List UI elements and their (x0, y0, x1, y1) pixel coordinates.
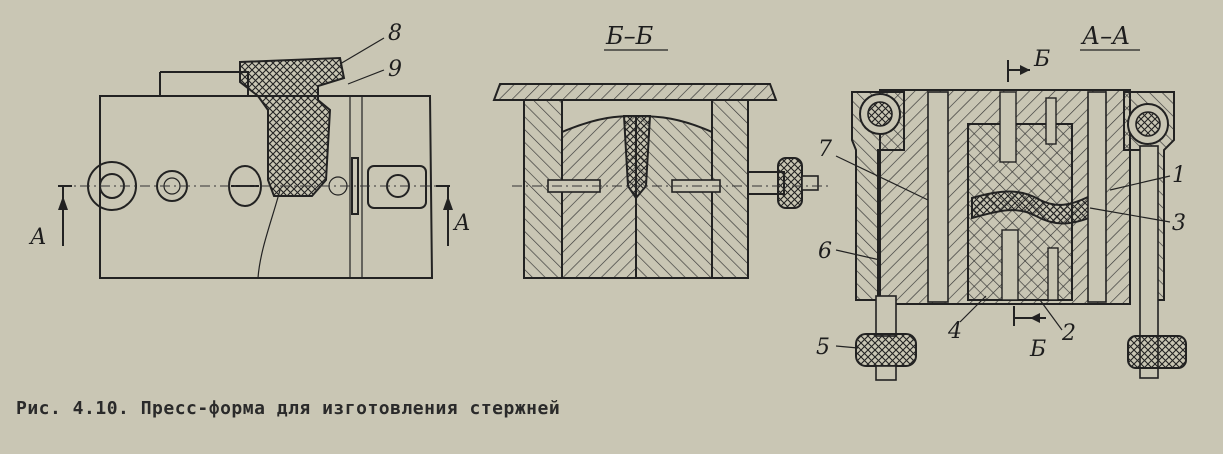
part-label-9: 9 (388, 57, 402, 82)
part-label-1: 1 (1172, 163, 1186, 188)
section-bb-title: Б–Б (605, 22, 654, 50)
part-label-2: 2 (1061, 321, 1076, 346)
bb-top-plate (492, 83, 778, 101)
part-label-5: 5 (816, 335, 830, 360)
section-bb-view (492, 83, 830, 279)
bb-knurled-knob (777, 157, 803, 209)
cut-mark-a-right: А (452, 211, 471, 236)
section-aa-view (835, 60, 1187, 381)
part-label-6: 6 (818, 239, 832, 264)
plan-body-outline (99, 95, 434, 279)
part-label-4: 4 (947, 319, 962, 344)
cut-mark-b-bottom: Б (1029, 337, 1046, 362)
plan-view (58, 37, 453, 279)
figure-caption: Рис. 4.10. Пресс-форма для изготовления … (16, 398, 561, 419)
cut-mark-a-left: А (28, 225, 47, 250)
cut-mark-b-top: Б (1033, 47, 1050, 72)
bb-core-section (622, 115, 652, 200)
section-aa-title: А–А (1080, 22, 1130, 50)
plan-latch (367, 165, 427, 209)
part-label-3: 3 (1172, 211, 1186, 236)
plan-core-section (239, 56, 346, 197)
part-label-8: 8 (388, 21, 402, 46)
plan-top-plate (160, 71, 249, 96)
part-label-7: 7 (818, 137, 832, 162)
aa-knurled-nut-5 (855, 333, 917, 367)
